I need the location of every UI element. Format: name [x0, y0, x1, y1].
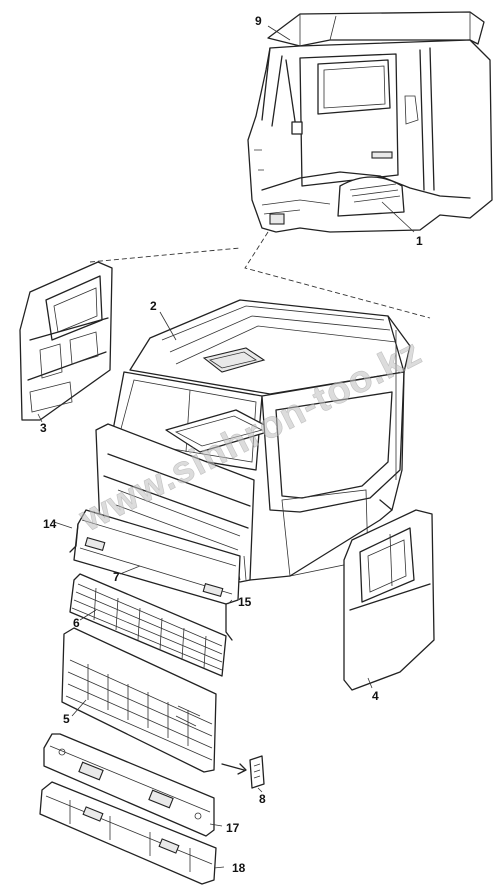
bumper-lower: [39, 781, 217, 885]
roof-deflector: [267, 11, 485, 47]
grille-frame: [69, 573, 227, 677]
assembled-cab: [247, 11, 493, 233]
bumper-18-body: [39, 781, 217, 885]
bracket-14: [69, 523, 79, 553]
cab-roof: [129, 299, 411, 395]
mirror: [291, 121, 303, 135]
bracket-8: [249, 755, 265, 789]
mirror-arm: [285, 59, 297, 129]
left-door: [19, 261, 113, 421]
roof-ribs: [161, 305, 397, 365]
cab-shell: [95, 299, 411, 583]
right-door-window: [359, 527, 415, 603]
callout-17: 17: [226, 821, 240, 835]
door-window: [317, 59, 391, 115]
callout-4: 4: [372, 689, 379, 703]
callout-labels: 9 1 2 3 14 7 15 6 4 5 8 17 18: [40, 14, 423, 875]
callout-3: 3: [40, 421, 47, 435]
callout-15: 15: [238, 595, 252, 609]
a-pillar: [261, 47, 283, 127]
callout-7: 7: [113, 570, 120, 584]
callout-14: 14: [43, 517, 57, 531]
callout-leaders: [37, 25, 415, 869]
callout-9: 9: [255, 14, 262, 28]
step: [269, 213, 285, 225]
callout-18: 18: [232, 861, 246, 875]
upper-panel-body: [73, 509, 241, 605]
assembly-leader-2: [89, 247, 241, 263]
bumper-upper: [43, 733, 215, 837]
mirror-bracket: [404, 95, 419, 125]
lower-grille-facing: [61, 627, 217, 773]
bracket-8-arrow: [221, 763, 245, 771]
radiator-grille: [69, 573, 227, 677]
upper-facing-panel: [69, 509, 241, 641]
cab-door: [299, 53, 399, 187]
callout-8: 8: [259, 792, 266, 806]
lower-facing-body: [61, 627, 217, 773]
right-door: [343, 509, 435, 691]
bracket-15: [225, 603, 233, 641]
callout-2: 2: [150, 299, 157, 313]
callout-6: 6: [73, 616, 80, 630]
door-handle: [371, 151, 393, 159]
small-bracket: [221, 755, 265, 789]
right-door-panel: [343, 509, 435, 691]
assembly-leader: [244, 231, 431, 319]
callout-5: 5: [63, 712, 70, 726]
callout-1: 1: [416, 234, 423, 248]
wheel-arch: [337, 176, 405, 217]
bumper-17-body: [43, 733, 215, 837]
